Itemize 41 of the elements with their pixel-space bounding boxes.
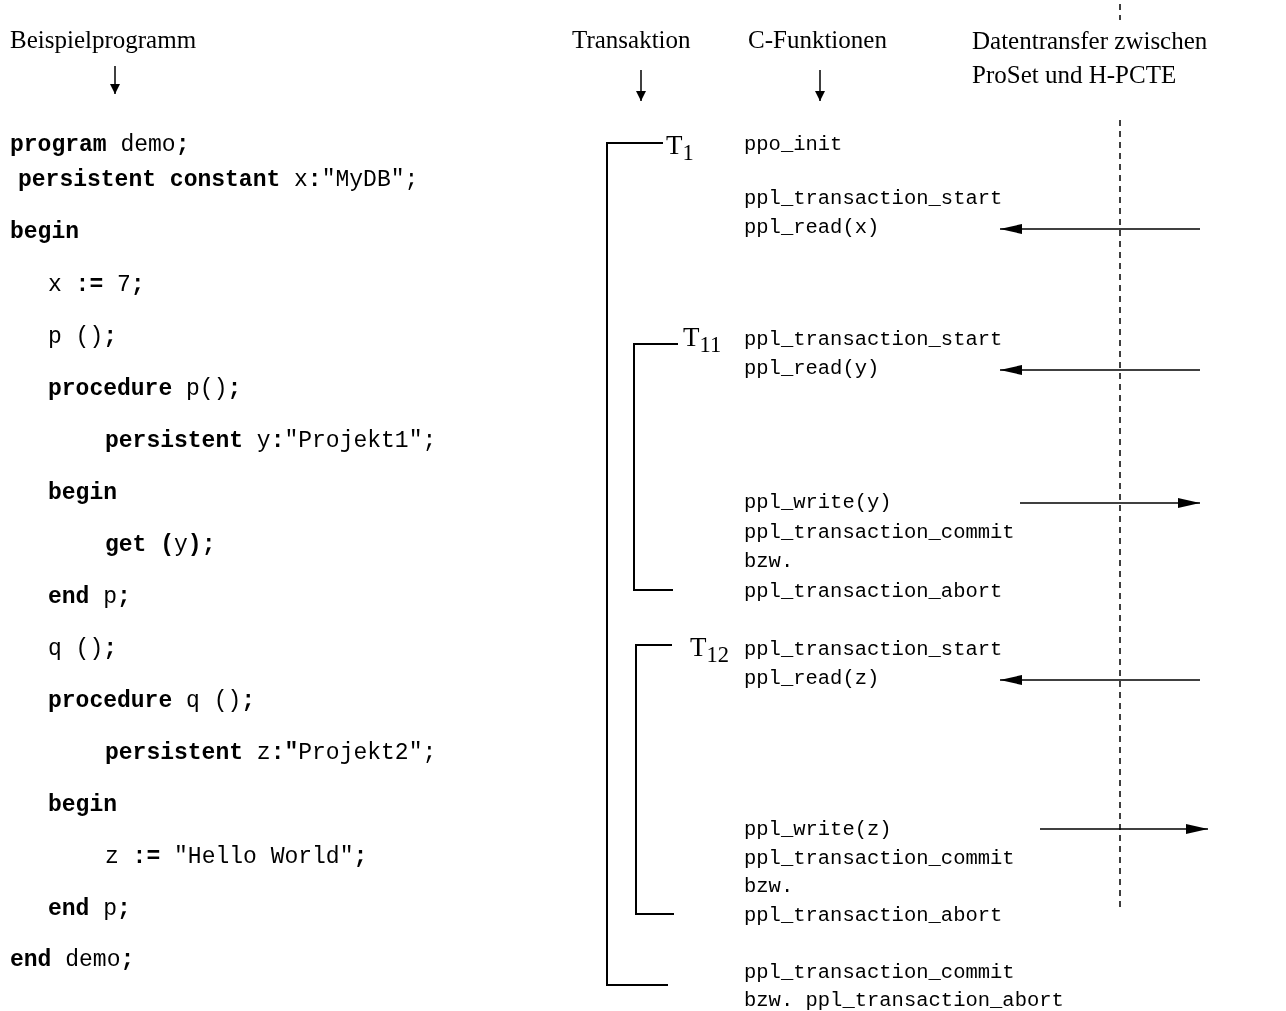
function-name: ppl_transaction_start (744, 186, 1003, 210)
code-line: q (); (48, 636, 118, 662)
function-name: ppl_transaction_start (744, 637, 1003, 661)
function-name: bzw. (744, 549, 794, 573)
code-line: end p; (48, 584, 131, 610)
code-line: begin (10, 219, 79, 245)
function-name: ppl_transaction_start (744, 327, 1003, 351)
column-heading: C-Funktionen (748, 26, 887, 54)
code-line: p (); (48, 324, 118, 350)
transaction-label: T$_{11}$ (683, 321, 722, 359)
column-heading: Datentransfer zwischen ProSet und H-PCTE (972, 26, 1209, 90)
function-name: ppl_transaction_abort (744, 903, 1003, 927)
function-name: ppl_read(y) (744, 356, 880, 380)
function-name: ppl_transaction_commit (744, 846, 1015, 870)
function-name: ppl_write(z) (744, 817, 892, 841)
code-line: begin (48, 792, 117, 818)
function-name: ppl_read(x) (744, 215, 880, 239)
code-line: program demo; (10, 132, 190, 158)
code-line: end p; (48, 896, 131, 922)
function-name: ppl_write(y) (744, 490, 892, 514)
code-line: persistent constant x:"MyDB"; (18, 167, 419, 193)
column-heading: Transaktion (572, 26, 691, 54)
code-line: procedure q (); (48, 688, 256, 714)
code-line: end demo; (10, 947, 135, 973)
code-line: begin (48, 480, 117, 506)
code-line: procedure p(); (48, 376, 242, 402)
column-heading: Beispielprogramm (10, 26, 197, 54)
code-line: get (y); (105, 532, 216, 558)
function-name: ppl_transaction_abort (744, 579, 1003, 603)
function-name: bzw. ppl_transaction_abort (744, 988, 1064, 1011)
function-name: ppl_read(z) (744, 666, 880, 690)
function-name: ppl_transaction_commit (744, 960, 1015, 984)
code-line: x := 7; (48, 272, 145, 298)
code-line: z := "Hello World"; (105, 844, 368, 870)
function-name: ppl_transaction_commit (744, 520, 1015, 544)
transaction-label: T$_{12}$ (690, 631, 729, 669)
transaction-label: T$_{1}$ (666, 129, 694, 167)
function-name: bzw. (744, 874, 794, 898)
code-line: persistent y:"Projekt1"; (105, 428, 437, 454)
function-name: ppo_init (744, 132, 843, 156)
code-line: persistent z:"Projekt2"; (105, 740, 437, 766)
